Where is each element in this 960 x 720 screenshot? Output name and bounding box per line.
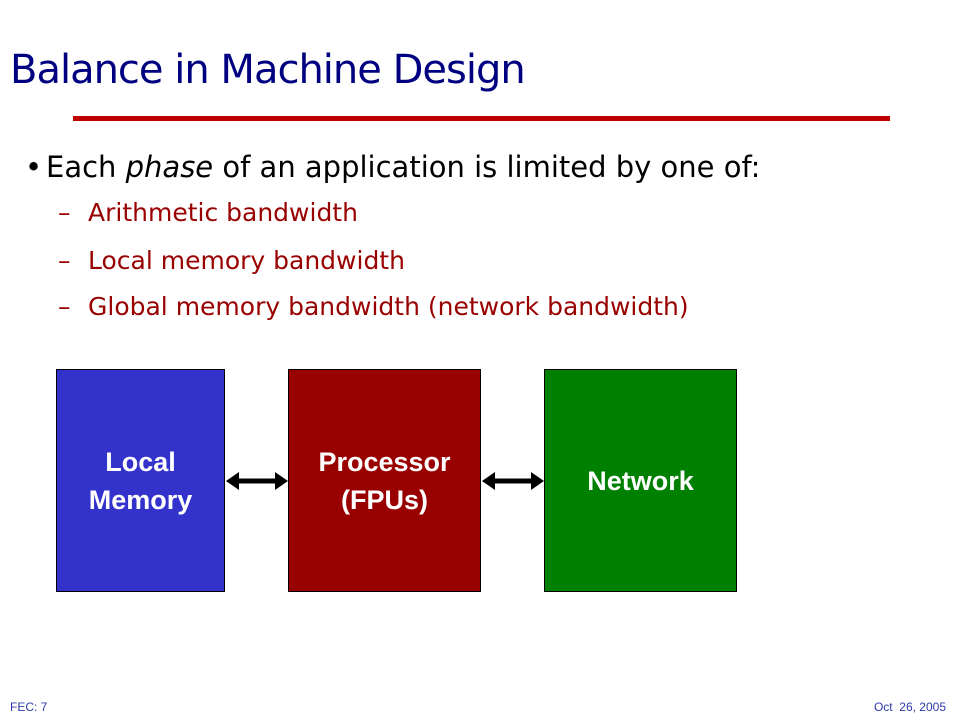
main-bullet: •Each phase of an application is limited…	[25, 145, 760, 189]
arrow-head-right	[531, 472, 544, 490]
slide-title: Balance in Machine Design	[10, 47, 526, 93]
sub-dash-icon: –	[58, 246, 71, 275]
sub-item-label: Local memory bandwidth	[88, 246, 405, 275]
processor-box: Processor (FPUs)	[288, 369, 481, 592]
processor-label: Processor (FPUs)	[318, 446, 451, 515]
sub-item-global-memory: –Global memory bandwidth (network bandwi…	[58, 289, 689, 325]
title-underline	[73, 116, 890, 121]
bullet-suffix: of an application is limited by one of:	[213, 150, 761, 184]
network-label: Network	[587, 465, 694, 496]
sub-dash-icon: –	[58, 292, 71, 321]
arrow-head-left	[226, 472, 239, 490]
footer-date: Oct 26, 2005	[873, 700, 946, 714]
sub-item-arithmetic: –Arithmetic bandwidth	[58, 195, 358, 231]
bullet-dot-icon: •	[25, 150, 43, 184]
local-memory-label: Local Memory	[88, 446, 193, 515]
bullet-emphasis: phase	[125, 150, 214, 184]
network-box: Network	[544, 369, 737, 592]
footer-slide-number: FEC: 7	[10, 700, 48, 714]
sub-item-label: Arithmetic bandwidth	[88, 198, 358, 227]
arrow-head-right	[275, 472, 288, 490]
local-memory-box: Local Memory	[56, 369, 225, 592]
double-arrow-icon	[226, 472, 288, 490]
arrow-head-left	[482, 472, 495, 490]
sub-dash-icon: –	[58, 198, 71, 227]
sub-item-local-memory: –Local memory bandwidth	[58, 243, 405, 279]
bullet-prefix: Each	[46, 150, 126, 184]
sub-item-label: Global memory bandwidth (network bandwid…	[88, 292, 689, 321]
double-arrow-icon	[482, 472, 544, 490]
